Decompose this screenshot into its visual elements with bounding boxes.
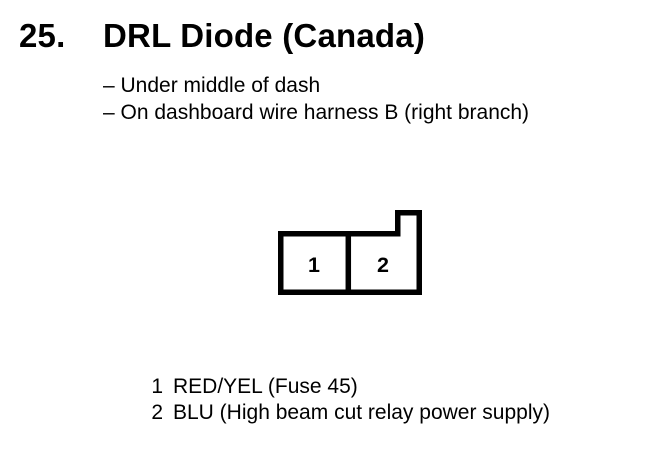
legend-row-2: 2 BLU (High beam cut relay power supply) <box>151 400 550 426</box>
section-title: DRL Diode (Canada) <box>103 17 426 54</box>
legend-wire-description: RED/YEL (Fuse 45) <box>173 375 358 398</box>
connector-diagram: 1 2 <box>278 210 422 295</box>
note-line-1: – Under middle of dash <box>103 74 321 97</box>
note-line-2: – On dashboard wire harness B (right bra… <box>103 101 530 124</box>
location-notes: – Under middle of dash – On dashboard wi… <box>103 72 529 126</box>
section-heading: 25. DRL Diode (Canada) <box>19 19 425 52</box>
cavity-2-label: 2 <box>377 253 389 277</box>
legend-wire-description: BLU (High beam cut relay power supply) <box>173 401 550 424</box>
legend-row-1: 1 RED/YEL (Fuse 45) <box>151 374 550 400</box>
legend-pin-number: 2 <box>151 401 163 424</box>
cavity-1-label: 1 <box>308 253 320 277</box>
legend-pin-number: 1 <box>151 375 163 398</box>
section-number: 25. <box>19 17 66 54</box>
wire-legend: 1 RED/YEL (Fuse 45) 2 BLU (High beam cut… <box>151 374 550 426</box>
